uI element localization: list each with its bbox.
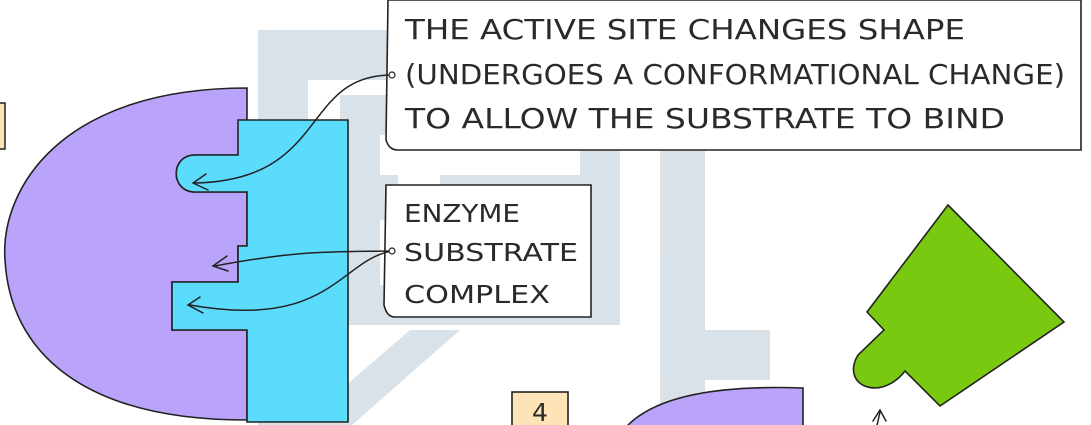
substrate-shape <box>171 119 349 423</box>
callout-box-active-site <box>385 0 1082 151</box>
complex-line-3: COMPLEX <box>404 280 550 309</box>
enzyme-shape <box>3 87 248 421</box>
callout-box-complex <box>383 184 592 318</box>
complex-arrows <box>186 250 393 314</box>
active-site-line-2: (UNDERGOES A CONFORMATIONAL CHANGE) <box>405 58 1065 91</box>
enzyme-shape-2 <box>627 386 804 425</box>
active-site-arrow <box>191 74 393 191</box>
step-box <box>511 391 569 425</box>
step-box-partial <box>0 102 6 150</box>
product-arrow <box>872 408 887 425</box>
active-site-line-1: THE ACTIVE SITE CHANGES SHAPE <box>404 13 965 46</box>
complex-arrow-dot <box>388 247 396 255</box>
step-number: 4 <box>532 398 548 425</box>
active-site-arrow-dot <box>388 71 396 79</box>
complex-line-2: SUBSTRATE <box>404 238 578 267</box>
active-site-line-3: TO ALLOW THE SUBSTRATE TO BIND <box>404 102 1005 135</box>
product-shape <box>852 203 1066 408</box>
complex-line-1: ENZYME <box>404 199 520 228</box>
